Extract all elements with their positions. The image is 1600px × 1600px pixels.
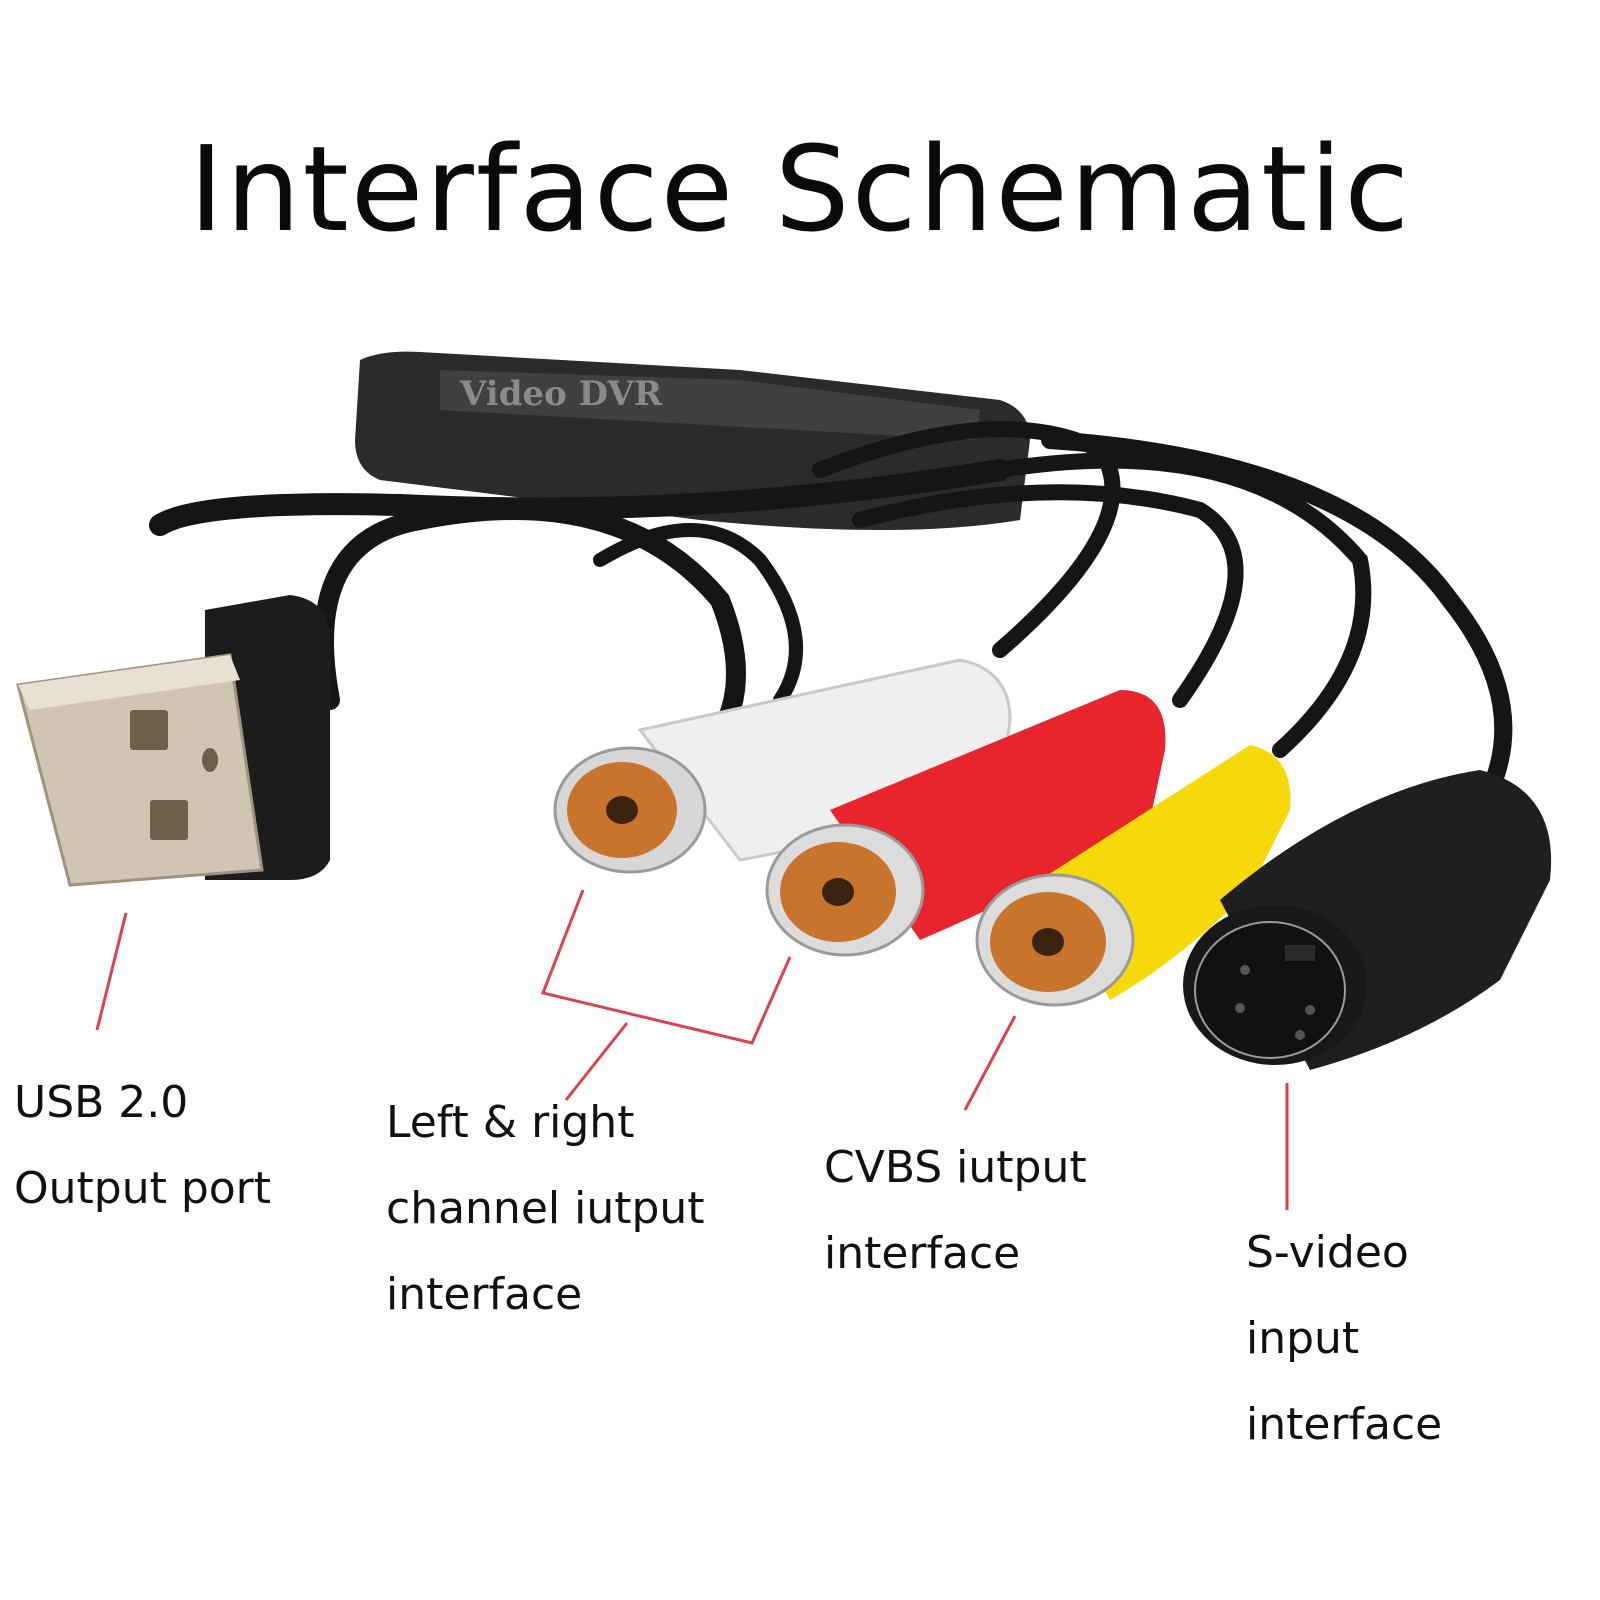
leader-lines: [95, 889, 1289, 1210]
device-label: Video DVR: [459, 374, 663, 414]
cables: [149, 421, 1513, 799]
s-video-label: S-video input interface: [1246, 1227, 1443, 1450]
audio-channel-label: Left & right channel iutput interface: [386, 1097, 705, 1320]
rca-red-connector: [765, 690, 1166, 957]
cvbs-leader-line: [963, 1015, 1017, 1111]
usb-port-label: USB 2.0 Output port: [14, 1077, 272, 1214]
audio-bracket-line: [540, 889, 792, 1045]
usb-connector: [16, 595, 330, 887]
diagram-title: Interface Schematic: [188, 120, 1412, 258]
usb-leader-line: [95, 912, 128, 1031]
rca-yellow-connector: [975, 745, 1291, 1007]
audio-leader-line: [564, 1022, 629, 1101]
cvbs-label: CVBS iutput interface: [824, 1142, 1087, 1279]
s-video-connector: [1183, 770, 1552, 1070]
